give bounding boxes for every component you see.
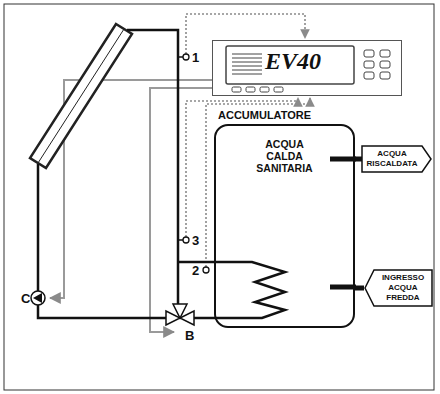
- node-text: ACQUA CALDA SANITARIA: [256, 138, 312, 174]
- callout-label: 1: [192, 50, 199, 65]
- node-text: INGRESSO ACQUA FREDDA: [382, 273, 424, 303]
- node-text: EV40: [265, 47, 321, 75]
- collector-line: [38, 29, 124, 163]
- controller-screen: [226, 46, 354, 84]
- coil-pipe: [178, 262, 285, 318]
- pipe-connector: [355, 157, 362, 162]
- callout-label: B: [185, 328, 194, 343]
- arrow-outline: [362, 146, 431, 172]
- sensor-symbol: [183, 54, 189, 60]
- arrow-outline: [365, 270, 432, 306]
- sensor-lead: [178, 239, 183, 241]
- pump-symbol: [31, 291, 45, 305]
- node-heading: ACCUMULATORE: [218, 109, 311, 122]
- pipe: [38, 164, 166, 318]
- callout-label: C: [21, 291, 30, 306]
- outlet-arrow: ACQUA RISCALDATA: [362, 146, 432, 172]
- screen-stripes: [232, 54, 262, 74]
- inlet-arrow: INGRESSO ACQUA FREDDA: [364, 270, 432, 306]
- storage-tank: ACCUMULATOREACQUA CALDA SANITARIA: [214, 124, 355, 328]
- valve-symbol: [173, 304, 187, 318]
- node-text: ACQUA RISCALDATA: [367, 149, 418, 169]
- solar-collector: [30, 24, 132, 168]
- sensor-symbol: [203, 267, 209, 273]
- pipe-stub: [330, 159, 356, 287]
- frame: [4, 4, 434, 390]
- valve-control-wire: [150, 88, 212, 332]
- sensor-lead: [178, 56, 183, 58]
- pipe: [127, 30, 178, 304]
- callout-label: 2: [192, 263, 199, 278]
- sensor-symbol: [183, 237, 189, 243]
- pump-symbol: [33, 293, 42, 303]
- pipe-connector: [355, 286, 364, 291]
- controller-box: EV40: [212, 40, 402, 96]
- callout-label: 3: [192, 233, 199, 248]
